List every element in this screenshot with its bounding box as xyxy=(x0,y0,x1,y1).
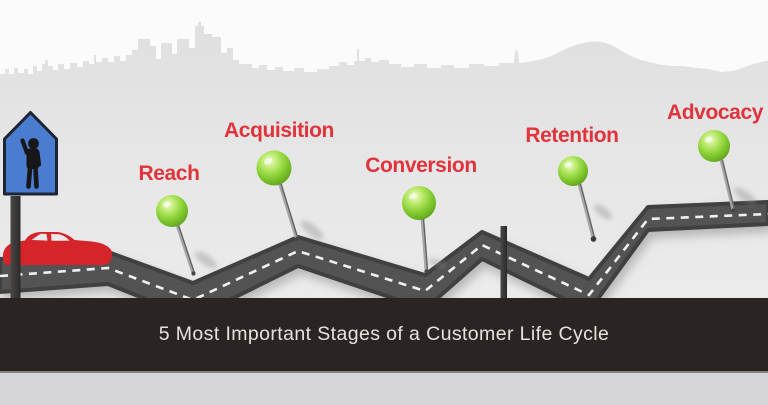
stage-label-conversion: Conversion xyxy=(365,154,477,177)
stage-label-reach: Reach xyxy=(138,162,200,185)
person-figure xyxy=(20,138,42,189)
car-front-window xyxy=(51,234,70,241)
map-pin-icon-retention xyxy=(558,156,613,242)
sign-post xyxy=(10,196,21,308)
map-pin-icon-advocacy xyxy=(698,130,757,213)
map-pin-icon-reach xyxy=(156,195,218,276)
stage-label-retention: Retention xyxy=(525,124,619,147)
stage-label-advocacy: Advocacy xyxy=(666,101,764,124)
road-centerline xyxy=(0,212,768,302)
car-rear-window xyxy=(31,233,48,241)
stage-label-acquisition: Acquisition xyxy=(224,119,334,142)
map-pin-icon-conversion xyxy=(402,186,446,274)
stage-pins xyxy=(156,130,757,276)
pedestrian-sign-icon xyxy=(3,111,58,308)
map-pin-icon-acquisition xyxy=(256,150,324,242)
car-icon xyxy=(2,232,112,265)
footer-strip xyxy=(0,371,768,405)
title-banner-text: 5 Most Important Stages of a Customer Li… xyxy=(158,323,610,345)
title-banner: 5 Most Important Stages of a Customer Li… xyxy=(0,298,768,371)
road-post xyxy=(500,226,507,310)
